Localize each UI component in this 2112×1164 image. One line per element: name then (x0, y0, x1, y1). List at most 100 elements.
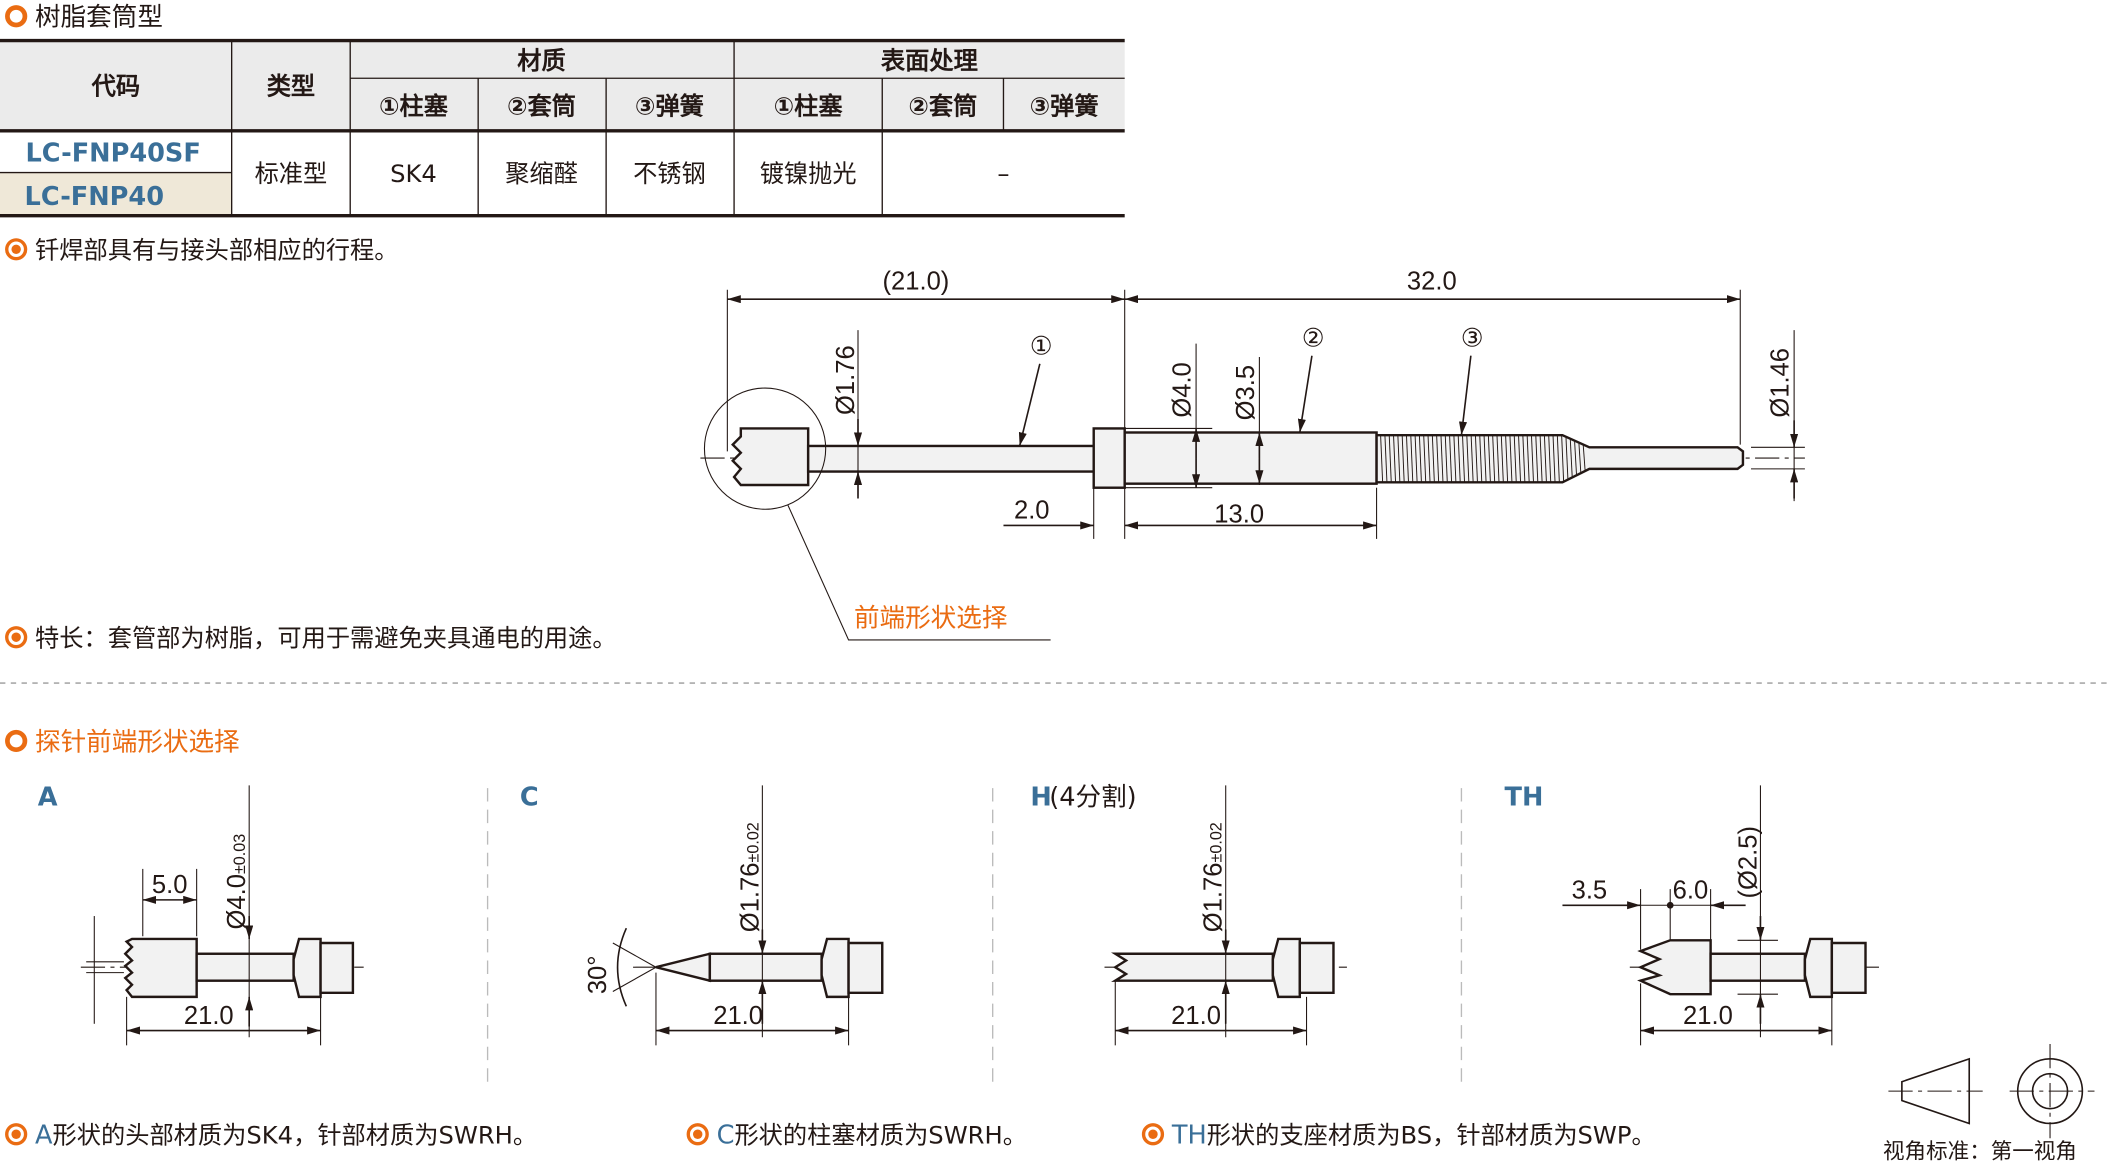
dim-length: 21.0 (184, 1002, 234, 1030)
spring-coil (1574, 440, 1578, 477)
dim-length: 21.0 (1683, 1002, 1733, 1030)
header-surface: 表面处理 (881, 46, 978, 75)
svg-text:TH形状的支座材质为BS，针部材质为SWP。: TH形状的支座材质为BS，针部材质为SWP。 (1171, 1121, 1656, 1151)
shape-label: C (520, 783, 539, 813)
subheader: ①柱塞 (774, 92, 844, 121)
first-angle-projection-symbol: 视角标准：第一视角 (1883, 1044, 2095, 1164)
section-title: 探针前端形状选择 (35, 727, 240, 757)
shape-label: TH (1505, 783, 1544, 813)
spring-coil (1535, 435, 1539, 483)
footnote-th: TH形状的支座材质为BS，针部材质为SWP。 (1141, 1121, 1656, 1151)
shape-label-suffix: (4分割) (1049, 783, 1136, 813)
part-label-plunger: ① (1030, 332, 1053, 360)
spring-coil (1449, 435, 1453, 483)
spring-coil (1505, 435, 1509, 483)
subheader: ③弹簧 (635, 92, 704, 121)
part-label-sleeve: ② (1302, 324, 1325, 352)
ring-bullet-icon (5, 729, 28, 753)
cell-type: 标准型 (255, 159, 328, 188)
note-stroke: 钎焊部具有与接头部相应的行程。 (5, 236, 399, 265)
dim-tail-dia: Ø1.46 (1767, 348, 1795, 418)
spring-coil (1401, 435, 1405, 483)
spring-coil (1393, 435, 1397, 483)
dim-head-len: 6.0 (1673, 877, 1709, 905)
spring-coil (1496, 435, 1500, 483)
header-material: 材质 (517, 46, 565, 75)
spring-coil (1444, 435, 1448, 483)
spring-coil (1561, 435, 1565, 483)
spring-coil (1578, 442, 1582, 475)
dim-length: 21.0 (713, 1002, 763, 1030)
spring-coil (1427, 435, 1431, 483)
dim-dia: Ø1.76±0.02 (1200, 822, 1228, 932)
spring-coil (1483, 435, 1487, 483)
spring-coils (1380, 435, 1586, 483)
section-title-tip-shape: 探针前端形状选择 (5, 727, 240, 757)
spring-coil (1582, 444, 1586, 472)
svg-text:A形状的头部材质为SK4，针部材质为SWRH。: A形状的头部材质为SK4，针部材质为SWRH。 (35, 1121, 537, 1151)
flange (1092, 427, 1126, 489)
spring-coil (1423, 435, 1427, 483)
spring-coil (1530, 435, 1534, 483)
subheader: ②套筒 (908, 92, 977, 121)
subheader: ③弹簧 (1030, 92, 1099, 121)
spring-coil (1556, 435, 1560, 483)
spring-coil (1539, 435, 1543, 483)
spring-coil (1436, 435, 1440, 483)
section-title: 树脂套筒型 (35, 3, 163, 33)
note-text: 钎焊部具有与接头部相应的行程。 (35, 236, 399, 265)
callout-leader (787, 505, 1051, 641)
target-bullet-icon (5, 238, 28, 261)
dim-head-len: 5.0 (152, 871, 188, 899)
product-code[interactable]: LC-FNP40SF (25, 139, 200, 169)
cell-spring-material: 不锈钢 (633, 159, 706, 188)
spring-coil (1492, 435, 1496, 483)
tip-shape-c[interactable]: C Ø1.76±0.02 30° 21.0 (520, 783, 884, 1046)
tip-shape-h[interactable]: H (4分割) Ø1.76±0.02 21.0 (1030, 783, 1347, 1046)
spring-coil (1569, 438, 1573, 479)
product-code[interactable]: LC-FNP40 (25, 182, 165, 212)
spring-coil (1509, 435, 1513, 483)
spring-coil (1431, 435, 1435, 483)
spring-coil (1414, 435, 1418, 483)
cell-plunger-surface: 镀镍抛光 (760, 159, 857, 188)
projection-label: 视角标准：第一视角 (1883, 1139, 2077, 1164)
cell-sleeve-spring-surface: – (997, 159, 1009, 188)
spring-coil (1453, 435, 1457, 483)
cell-sleeve-material: 聚缩醛 (505, 159, 578, 188)
spring-coil (1543, 435, 1547, 483)
dim-plunger-dia: Ø1.76 (832, 345, 860, 415)
footnote-c: C形状的柱塞材质为SWRH。 (686, 1121, 1027, 1151)
section-title-resin-sleeve: 树脂套筒型 (5, 3, 163, 33)
spring-coil (1479, 435, 1483, 483)
spring-coil (1397, 435, 1401, 483)
dim-flange-len: 2.0 (1014, 497, 1050, 525)
svg-text:C形状的柱塞材质为SWRH。: C形状的柱塞材质为SWRH。 (717, 1121, 1027, 1151)
dim-left-length: (21.0) (883, 268, 950, 296)
tip-shape-th[interactable]: TH 3.5 6.0 (Ø2.5) 21.0 (1505, 783, 1879, 1046)
subheader: ①柱塞 (379, 92, 449, 121)
spring-coil (1526, 435, 1530, 483)
spring-coil (1418, 435, 1422, 483)
note-feature: 特长：套管部为树脂，可用于需避免夹具通电的用途。 (5, 624, 617, 653)
target-bullet-icon (1141, 1123, 1165, 1146)
spring-coil (1522, 435, 1526, 483)
dim-dia: Ø4.0±0.03 (223, 834, 251, 930)
highlight-cell (0, 172, 232, 216)
spring-and-tail (1375, 433, 1745, 484)
tip-shape-callout[interactable]: 前端形状选择 (854, 603, 1007, 633)
cell-plunger-material: SK4 (390, 159, 437, 188)
target-bullet-icon (5, 626, 28, 649)
spring-coil (1457, 435, 1461, 483)
target-bullet-icon (686, 1123, 709, 1146)
header-code: 代码 (91, 71, 140, 100)
dim-dia: (Ø2.5) (1734, 826, 1762, 899)
spring-coil (1466, 435, 1470, 483)
tip-shape-a[interactable]: A 5.0 Ø4.0±0.03 21.0 (38, 783, 364, 1046)
dim-right-length: 32.0 (1407, 268, 1457, 296)
spring-coil (1470, 435, 1474, 483)
detail-circle (703, 387, 827, 510)
spring-coil (1462, 435, 1465, 483)
spring-coil (1410, 435, 1414, 483)
